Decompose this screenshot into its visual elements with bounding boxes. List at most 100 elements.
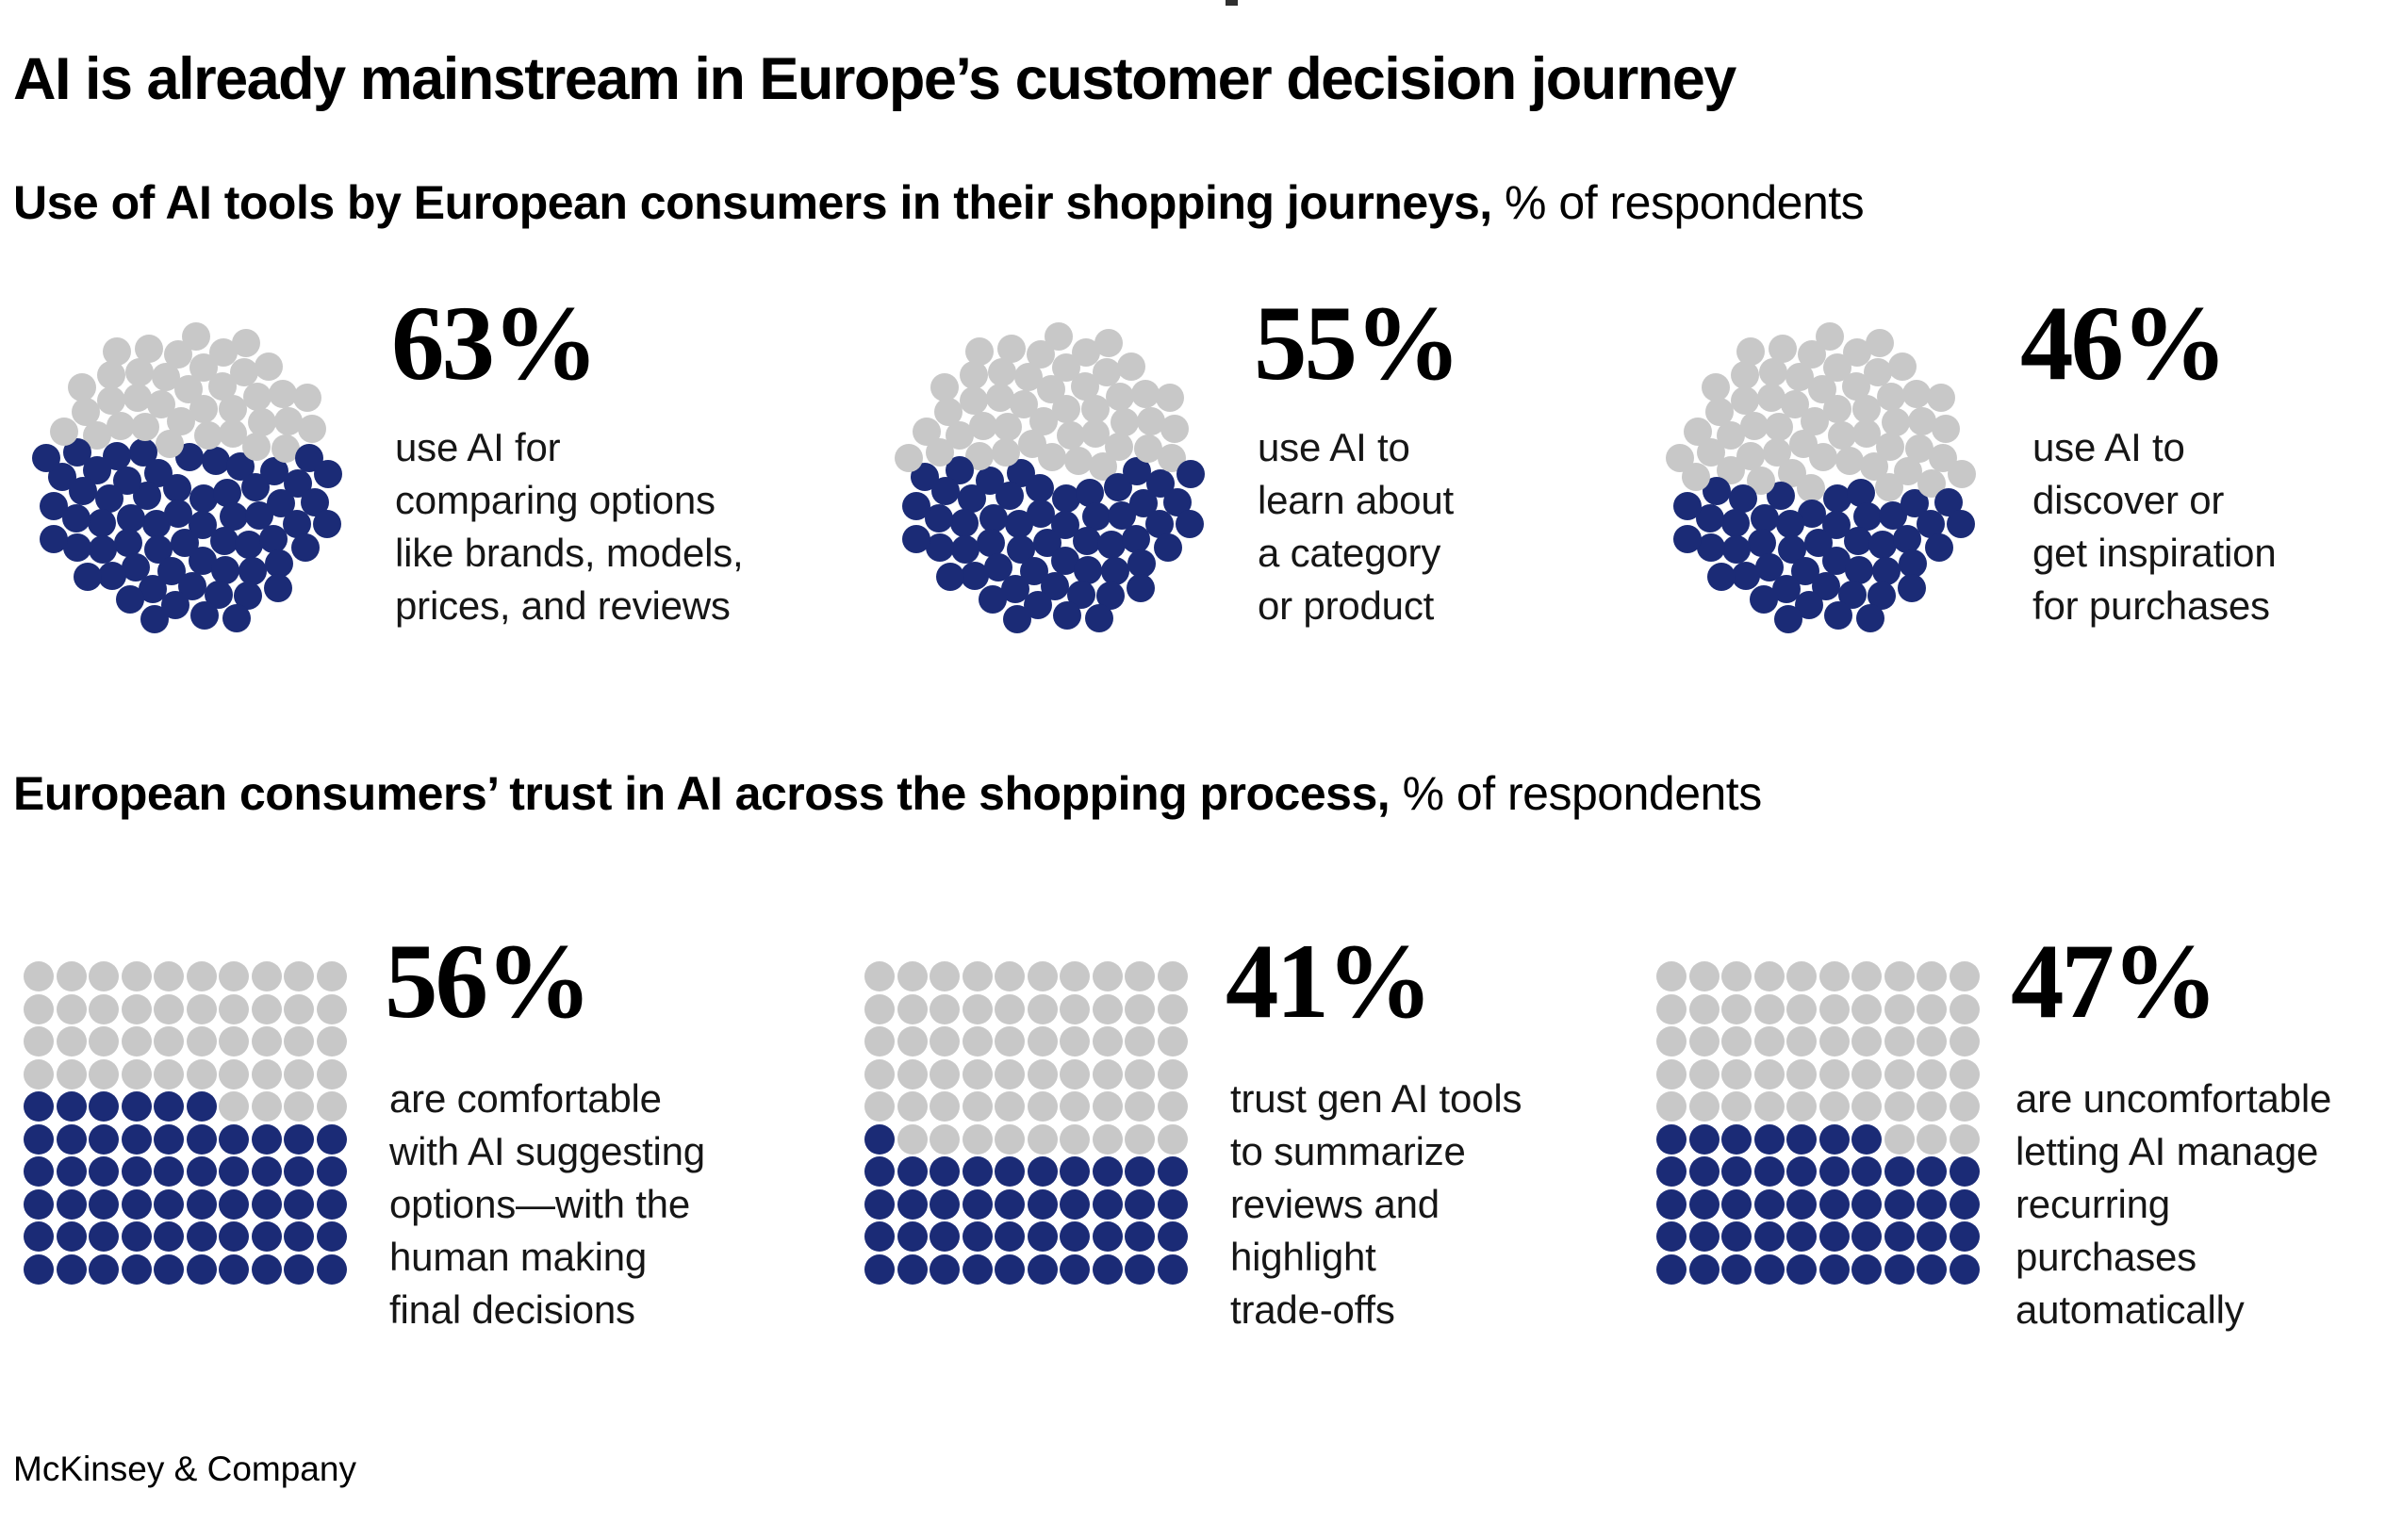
dot-empty [1092, 1091, 1123, 1122]
dot-grid-chart [1656, 961, 1980, 1285]
dot-filled [1753, 1221, 1785, 1252]
dot-empty [912, 417, 941, 446]
dot-empty [1721, 961, 1752, 991]
dot-empty [1064, 446, 1094, 475]
dot-filled [1153, 533, 1182, 563]
dot-filled [56, 1123, 87, 1155]
dot-empty [864, 1058, 895, 1089]
dot-filled [1673, 524, 1703, 553]
dot-empty [1884, 1091, 1915, 1122]
dot-empty [1125, 961, 1155, 991]
dot-empty [995, 961, 1025, 991]
stat-description: use AI to learn about a category or prod… [1258, 425, 1454, 628]
dot-empty [1157, 1058, 1188, 1089]
dot-empty [1155, 383, 1184, 412]
section2-heading: European consumers’ trust in AI across t… [13, 766, 1762, 821]
dot-empty [97, 386, 126, 416]
dot-empty [1125, 993, 1155, 1024]
dot-empty [1907, 407, 1936, 436]
dot-empty [1818, 961, 1850, 991]
dot-empty [219, 1091, 249, 1122]
dot-filled [864, 1123, 895, 1155]
dot-filled [1818, 1156, 1850, 1187]
dot-filled [958, 484, 987, 514]
dot-empty [186, 1058, 217, 1089]
dot-empty [1092, 1058, 1123, 1089]
dot-filled [1125, 1156, 1155, 1187]
dot-filled [995, 1253, 1025, 1285]
stat-percentage: 41% [1226, 923, 1433, 1040]
dot-filled [87, 508, 116, 537]
dot-filled [1157, 1188, 1188, 1220]
dot-filled [1125, 1188, 1155, 1220]
dot-empty [56, 1026, 87, 1057]
dot-filled [1946, 510, 1975, 539]
dot-filled [1898, 574, 1927, 603]
dot-empty [1721, 993, 1752, 1024]
dot-empty [24, 1026, 54, 1057]
dot-empty [284, 1091, 314, 1122]
dot-filled [73, 562, 102, 591]
dot-filled [1845, 556, 1874, 585]
dot-filled [24, 1253, 54, 1285]
stat-percentage: 63% [391, 285, 599, 402]
dot-filled [251, 1156, 282, 1187]
dot-empty [154, 993, 184, 1024]
dot-filled [962, 1156, 993, 1187]
dot-empty [1105, 432, 1134, 461]
dot-empty [1818, 1058, 1850, 1089]
dot-empty [1815, 322, 1844, 352]
dot-empty [298, 414, 327, 443]
dot-filled [1843, 527, 1872, 556]
dot-empty [864, 1026, 895, 1057]
dot-empty [1864, 358, 1893, 387]
dot-filled [1721, 534, 1751, 564]
dot-filled [209, 527, 239, 556]
dot-filled [977, 528, 1006, 557]
dot-empty [1656, 1026, 1687, 1057]
dot-filled [1004, 509, 1033, 538]
dot-filled [219, 502, 248, 532]
dot-empty [1753, 993, 1785, 1024]
dot-filled [1085, 604, 1114, 633]
dot-filled [1949, 1253, 1980, 1285]
dot-empty [1688, 1026, 1720, 1057]
dot-empty [1027, 1026, 1058, 1057]
dot-empty [1027, 993, 1058, 1024]
dot-empty [1949, 1058, 1980, 1089]
dot-empty [1157, 1123, 1188, 1155]
dot-empty [273, 407, 303, 436]
dot-empty [1116, 352, 1145, 381]
dot-filled [1074, 556, 1103, 585]
dot-filled [1721, 1253, 1752, 1285]
dot-filled [1917, 1188, 1947, 1220]
dot-empty [154, 1026, 184, 1057]
dot-filled [116, 503, 145, 532]
dot-filled [1127, 574, 1156, 603]
dot-empty [1688, 993, 1720, 1024]
dot-filled [56, 1221, 87, 1252]
dot-filled [1688, 1188, 1720, 1220]
dot-empty [1753, 961, 1785, 991]
dot-empty [1884, 961, 1915, 991]
dot-empty [960, 386, 989, 416]
dot-empty [1786, 993, 1817, 1024]
dot-filled [1157, 1221, 1188, 1252]
dot-filled [284, 1156, 314, 1187]
dot-empty [1917, 1091, 1947, 1122]
dot-empty [1125, 1123, 1155, 1155]
dot-filled [1721, 1156, 1752, 1187]
dot-filled [251, 1221, 282, 1252]
dot-filled [1851, 1188, 1882, 1220]
dot-filled [1060, 1221, 1090, 1252]
dot-empty [962, 1026, 993, 1057]
dot-empty [1157, 1026, 1188, 1057]
dot-filled [1750, 503, 1779, 532]
dot-filled [897, 1156, 928, 1187]
dot-empty [251, 1026, 282, 1057]
dot-filled [1175, 510, 1204, 539]
dot-filled [902, 524, 931, 553]
dot-empty [897, 1058, 928, 1089]
dot-empty [1092, 993, 1123, 1024]
dot-filled [1072, 527, 1101, 556]
